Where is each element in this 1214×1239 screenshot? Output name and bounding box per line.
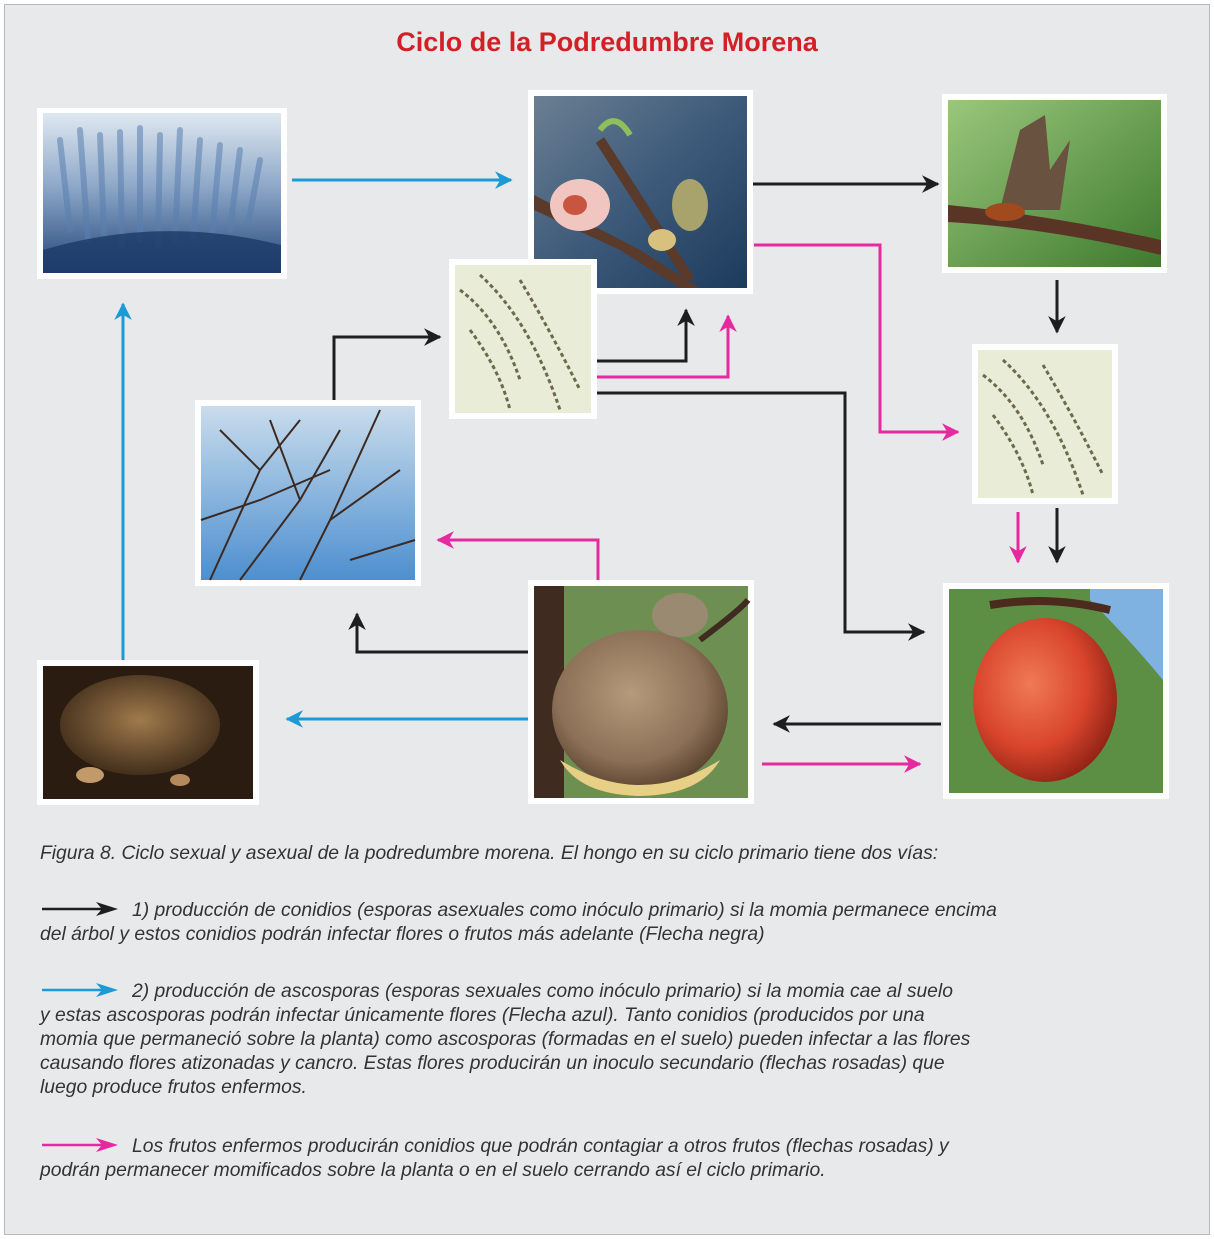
legend-pink-text-2: podrán permanecer momificados sobre la p… — [40, 1159, 1198, 1183]
cycle-diagram — [0, 0, 1214, 840]
legend-item-blue: 2) producción de ascosporas (esporas sex… — [40, 980, 1198, 1004]
conidia-chains-photo — [972, 344, 1118, 504]
legend-pink-text-1: Los frutos enfermos producirán conidios … — [132, 1136, 949, 1157]
legend-black-text-2: del árbol y estos conidios podrán infect… — [40, 923, 1198, 947]
legend-black-text-1: 1) producción de conidios (esporas asexu… — [132, 900, 997, 921]
legend-blue-text-5: luego produce frutos enfermos. — [40, 1076, 1198, 1100]
microscope-asci-photo — [37, 108, 287, 279]
legend-item-black: 1) producción de conidios (esporas asexu… — [40, 899, 1198, 923]
mummified-fruit-on-ground-photo — [37, 660, 259, 805]
legend-blue-text-2: y estas ascosporas podrán infectar única… — [40, 1004, 1198, 1028]
legend-item-pink: Los frutos enfermos producirán conidios … — [40, 1135, 1198, 1159]
figure-caption-intro: Figura 8. Ciclo sexual y asexual de la p… — [40, 842, 1198, 866]
blue-arrow-icon — [40, 983, 118, 997]
blossom-blight-photo — [942, 94, 1167, 273]
legend-blue-text-1: 2) producción de ascosporas (esporas sex… — [132, 981, 953, 1002]
black-arrow-icon — [40, 902, 118, 916]
legend-blue-text-3: momia que permaneció sobre la planta) co… — [40, 1028, 1198, 1052]
bare-tree-branches-photo — [195, 400, 421, 586]
conidia-chains-photo — [449, 259, 597, 419]
legend-blue-text-4: causando flores atizonadas y cancro. Est… — [40, 1052, 1198, 1076]
healthy-peach-photo — [943, 583, 1169, 799]
pink-arrow-icon — [40, 1138, 118, 1152]
rotting-peach-on-tree-photo — [528, 580, 754, 804]
